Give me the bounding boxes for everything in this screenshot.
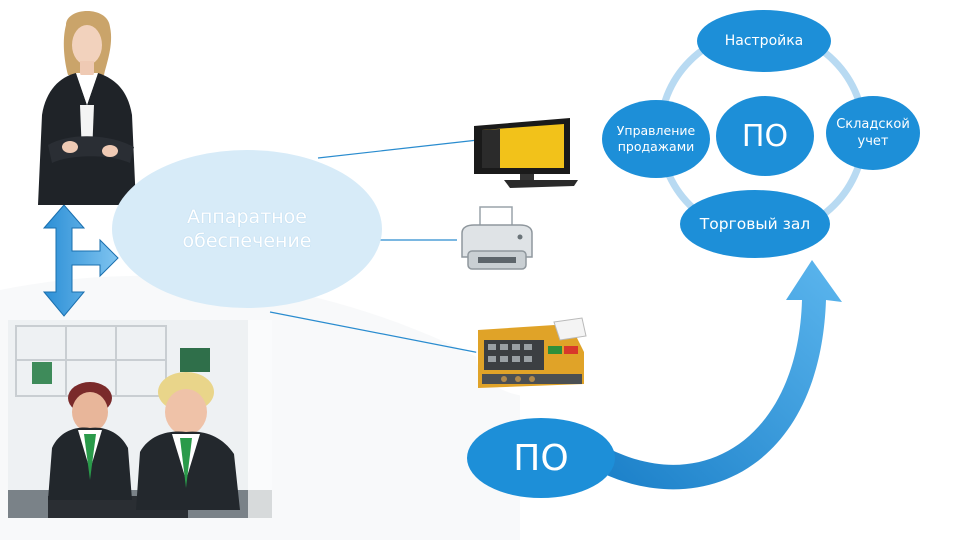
cycle-node-left: Управление продажами <box>602 100 710 178</box>
software-bubble: ПО <box>467 418 615 498</box>
cashiers-photo <box>8 320 272 518</box>
cycle-node-center: ПО <box>716 96 814 176</box>
double-arrow-icon <box>42 204 119 317</box>
connector-line-register <box>269 311 481 354</box>
cycle-node-right-label: Складской учет <box>836 117 910 149</box>
cycle-node-right: Складской учет <box>826 96 920 170</box>
cycle-node-left-label: Управление продажами <box>616 123 696 154</box>
software-label: ПО <box>513 437 569 479</box>
cycle-node-bottom: Торговый зал <box>680 190 830 258</box>
cycle-node-center-label: ПО <box>741 118 789 154</box>
cycle-node-bottom-label: Торговый зал <box>699 215 811 233</box>
connector-line-monitor <box>317 139 479 159</box>
monitor-icon <box>470 112 582 190</box>
curved-arrow <box>600 260 842 490</box>
printer-icon <box>456 205 538 281</box>
businesswoman-photo <box>18 5 153 205</box>
hardware-label: Аппаратное обеспечение <box>182 206 312 252</box>
cycle-node-top-label: Настройка <box>724 33 804 49</box>
hardware-bubble: Аппаратное обеспечение <box>112 150 382 308</box>
cycle-node-top: Настройка <box>697 10 831 72</box>
cash-register-icon <box>474 312 598 398</box>
